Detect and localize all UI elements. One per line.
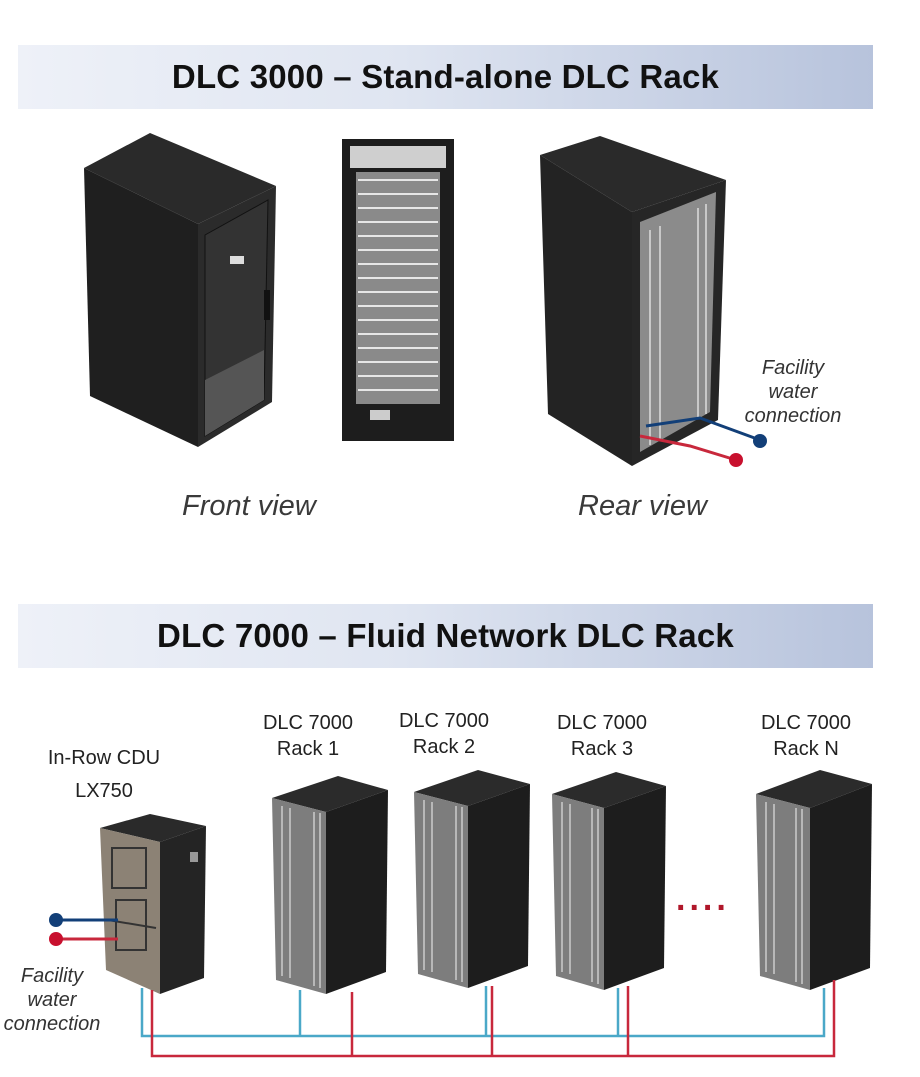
section1-title: DLC 3000 – Stand-alone DLC Rack bbox=[171, 58, 720, 95]
cdu-image bbox=[100, 814, 206, 994]
section1-illustration bbox=[84, 133, 767, 467]
rack-1-image bbox=[272, 776, 388, 994]
cold-water-dot bbox=[753, 434, 767, 448]
supply-pipe-network bbox=[140, 986, 826, 1038]
section2-banner: DLC 7000 – Fluid Network DLC Rack bbox=[18, 604, 873, 668]
rack-interior-image bbox=[342, 139, 454, 441]
return-pipe-network bbox=[150, 980, 836, 1058]
rack-3-image bbox=[552, 772, 666, 990]
rack-n-image bbox=[756, 770, 872, 990]
front-view-caption: Front view bbox=[182, 490, 316, 522]
cdu-label: In-Row CDU LX750 bbox=[47, 747, 161, 802]
rear-view-caption: Rear view bbox=[578, 490, 707, 522]
hot-water-dot-2 bbox=[49, 932, 63, 946]
section1-banner: DLC 3000 – Stand-alone DLC Rack bbox=[18, 45, 873, 109]
rear-rack-image bbox=[540, 136, 726, 466]
hot-water-dot bbox=[729, 453, 743, 467]
more-racks-ellipsis: .... bbox=[676, 880, 730, 918]
facility-label-1: Facility water connection bbox=[744, 357, 842, 427]
front-rack-image bbox=[84, 133, 276, 447]
cold-water-dot-2 bbox=[49, 913, 63, 927]
facility-label-2: Facility water connection bbox=[3, 965, 101, 1035]
section2-title: DLC 7000 – Fluid Network DLC Rack bbox=[157, 617, 734, 654]
rack-2-image bbox=[414, 770, 530, 988]
